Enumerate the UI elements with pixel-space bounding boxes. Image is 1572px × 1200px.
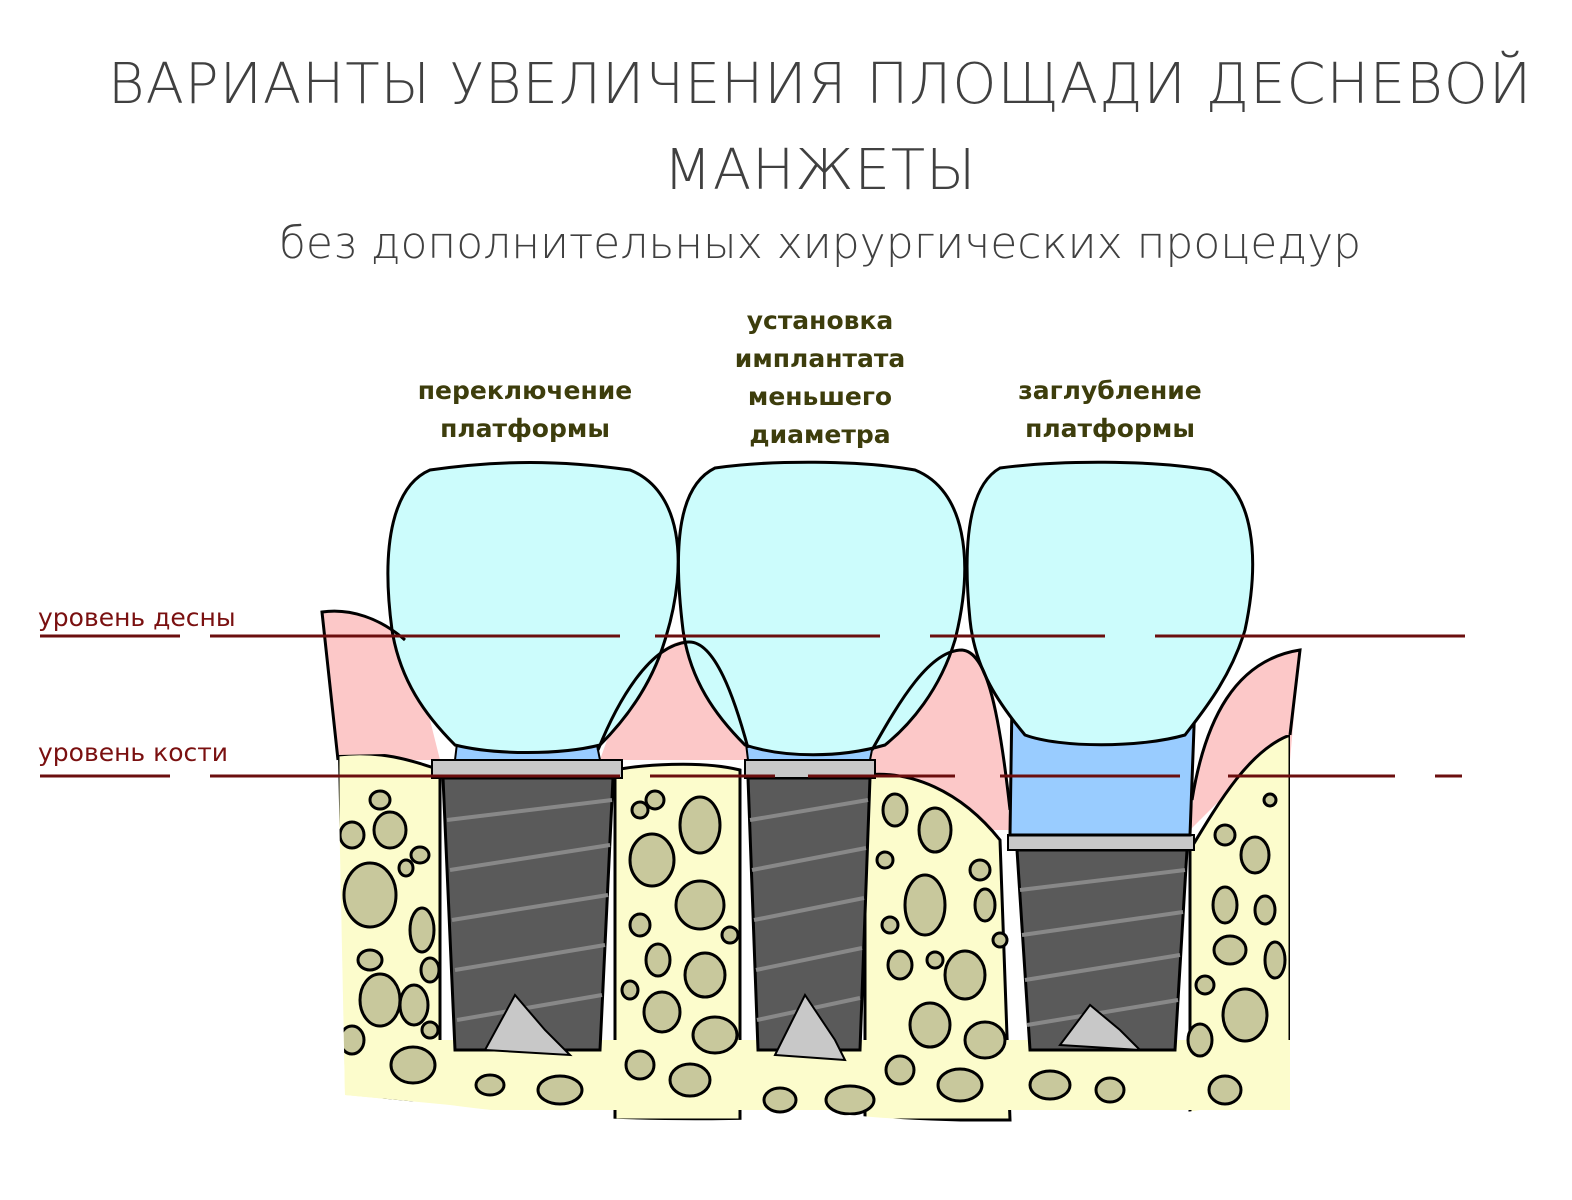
bone-level-label: уровень кости — [38, 738, 229, 767]
title-line-2: МАНЖЕТЫ — [663, 138, 977, 203]
bone-pores — [338, 789, 1287, 1116]
subtitle: без дополнительных хирургических процеду… — [278, 218, 1362, 269]
implant-3 — [1007, 834, 1195, 1052]
gum-outline — [320, 609, 1302, 811]
gum-level-label: уровень десны — [38, 603, 236, 632]
implant-2 — [744, 759, 876, 1062]
variant-label-1: переключение платформы — [417, 376, 633, 443]
variant-label-2: установка имплантата меньшего диаметра — [734, 306, 906, 449]
bone — [338, 735, 1290, 1122]
crown-2 — [676, 460, 967, 757]
implant-1 — [431, 759, 623, 1057]
variant-label-3: заглубление платформы — [1018, 376, 1202, 443]
crown-3 — [965, 460, 1255, 747]
title-line-1: ВАРИАНТЫ УВЕЛИЧЕНИЯ ПЛОЩАДИ ДЕСНЕВОЙ — [107, 52, 1533, 117]
gum-tissue — [1190, 650, 1300, 830]
